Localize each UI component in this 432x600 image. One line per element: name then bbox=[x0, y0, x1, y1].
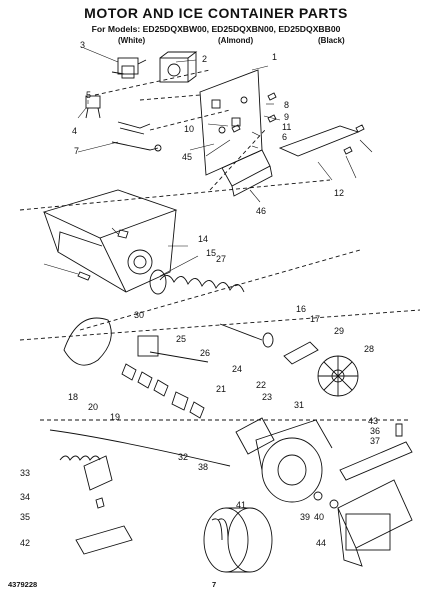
diagram-title: MOTOR AND ICE CONTAINER PARTS bbox=[84, 5, 348, 21]
part-28-impeller bbox=[317, 355, 359, 397]
callout-4: 4 bbox=[72, 126, 77, 136]
callout-43: 43 bbox=[368, 416, 378, 426]
callout-36: 36 bbox=[370, 426, 380, 436]
part-41-duct bbox=[203, 507, 273, 573]
part-36-bar bbox=[339, 441, 413, 481]
page-number: 7 bbox=[212, 580, 217, 589]
model-list: For Models: ED25DQXBW00, ED25DQXBN00, ED… bbox=[91, 24, 341, 34]
callout-1: 1 bbox=[272, 52, 277, 62]
callout-22: 22 bbox=[256, 380, 266, 390]
part-3-solenoid bbox=[111, 57, 147, 79]
part-2-auger-motor bbox=[159, 51, 198, 83]
leader-lines bbox=[43, 47, 373, 277]
callout-17: 17 bbox=[310, 314, 320, 324]
callout-11: 11 bbox=[282, 122, 291, 132]
callout-42: 42 bbox=[20, 538, 30, 548]
parts-39-40-fasteners bbox=[313, 491, 339, 509]
part-number: 4379228 bbox=[8, 580, 38, 589]
callout-3: 3 bbox=[80, 40, 85, 50]
part-32-rod bbox=[49, 429, 231, 467]
color-label-almond: (Almond) bbox=[218, 36, 254, 45]
part-5-harness bbox=[117, 121, 151, 135]
part-1-mounting-plate bbox=[199, 69, 263, 176]
part-12-cover-strip bbox=[278, 125, 360, 157]
color-label-white: (White) bbox=[118, 36, 146, 45]
callout-25: 25 bbox=[176, 334, 186, 344]
crusher-parts-row bbox=[121, 335, 209, 419]
callout-19a: 19 bbox=[110, 412, 120, 422]
callout-27: 27 bbox=[216, 254, 226, 264]
part-38-bracket bbox=[235, 417, 275, 455]
callout-44: 44 bbox=[316, 538, 326, 548]
part-35-screws bbox=[77, 229, 129, 509]
callout-39: 39 bbox=[300, 512, 310, 522]
callout-14: 14 bbox=[198, 234, 208, 244]
callout-45: 45 bbox=[182, 152, 192, 162]
callout-33: 33 bbox=[20, 468, 30, 478]
callout-21: 21 bbox=[216, 384, 226, 394]
callout-16: 16 bbox=[296, 304, 306, 314]
callout-40: 40 bbox=[314, 512, 324, 522]
callout-41: 41 bbox=[236, 500, 246, 510]
part-37-drive-motor bbox=[255, 419, 333, 503]
callout-34: 34 bbox=[20, 492, 30, 502]
part-17-shaft bbox=[219, 323, 263, 341]
callout-9: 9 bbox=[284, 112, 289, 122]
callout-8: 8 bbox=[284, 100, 289, 110]
part-44-housing bbox=[337, 479, 413, 567]
part-30-crusher-blade bbox=[63, 317, 112, 366]
callout-5: 5 bbox=[86, 90, 91, 100]
callout-31: 31 bbox=[294, 400, 304, 410]
callout-46: 46 bbox=[256, 206, 266, 216]
assembly-guide-lines bbox=[19, 69, 421, 421]
callout-7: 7 bbox=[74, 146, 79, 156]
callout-10: 10 bbox=[184, 124, 194, 134]
screws-upper bbox=[231, 92, 365, 155]
callout-24a: 24 bbox=[232, 364, 242, 374]
color-label-black: (Black) bbox=[318, 36, 345, 45]
callout-30: 30 bbox=[134, 310, 144, 320]
part-27-auger-spring bbox=[159, 275, 245, 293]
part-29-blade bbox=[283, 341, 319, 365]
callout-12: 12 bbox=[334, 188, 344, 198]
callout-37: 37 bbox=[370, 436, 380, 446]
part-34-clip bbox=[83, 455, 113, 491]
part-14-ice-container-housing bbox=[42, 189, 178, 293]
part-16-washer bbox=[262, 332, 274, 348]
part-43-screw bbox=[395, 423, 403, 437]
callout-38: 38 bbox=[198, 462, 208, 472]
part-33-spring bbox=[59, 455, 101, 461]
callout-26: 26 bbox=[200, 348, 210, 358]
callout-35: 35 bbox=[20, 512, 30, 522]
callout-20: 20 bbox=[88, 402, 98, 412]
callout-2: 2 bbox=[202, 54, 207, 64]
callout-15: 15 bbox=[206, 248, 216, 258]
part-46-bracket bbox=[221, 149, 273, 197]
part-42-plate bbox=[75, 525, 133, 555]
callout-23: 23 bbox=[262, 392, 272, 402]
part-7-wire-lead bbox=[111, 141, 162, 152]
callout-32: 32 bbox=[178, 452, 188, 462]
callout-28: 28 bbox=[364, 344, 374, 354]
callout-labels: 1 2 3 4 5 6 7 8 9 10 11 12 14 15 16 17 1… bbox=[20, 40, 380, 548]
callout-29: 29 bbox=[334, 326, 344, 336]
part-4-switch bbox=[85, 95, 101, 119]
callout-6: 6 bbox=[282, 132, 287, 142]
callout-18a: 18 bbox=[68, 392, 78, 402]
part-15-ring bbox=[149, 269, 167, 295]
